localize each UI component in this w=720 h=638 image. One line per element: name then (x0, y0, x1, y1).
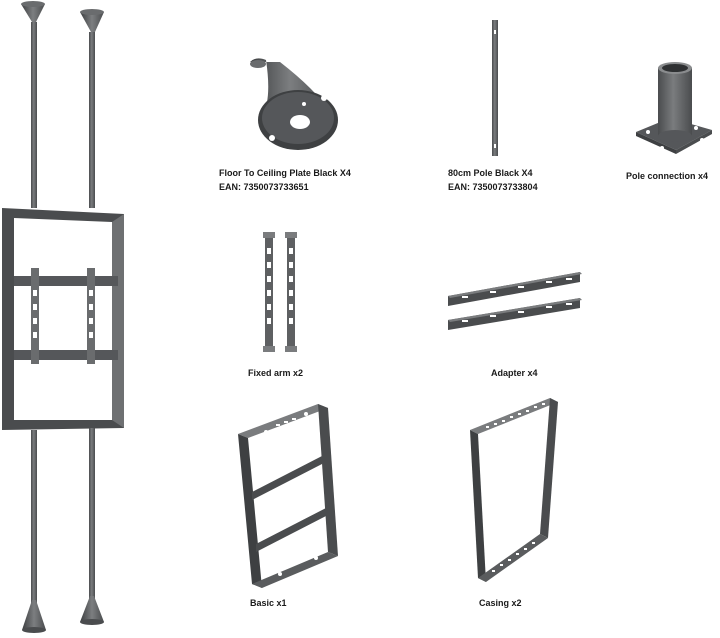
pole-image (492, 20, 498, 156)
casing-label: Casing x2 (479, 598, 522, 608)
pole-ean: EAN: 7350073733804 (448, 182, 538, 192)
basic-frame-image (238, 404, 338, 588)
adapter-image (448, 272, 582, 330)
casing-frame-image (470, 398, 558, 582)
basic-label: Basic x1 (250, 598, 287, 608)
pole-connection-image (636, 62, 712, 154)
assembled-stand (2, 1, 124, 633)
ceiling-plate-image (250, 58, 338, 150)
fixed-arm-label: Fixed arm x2 (248, 368, 304, 378)
adapter-label: Adapter x4 (491, 368, 538, 378)
pole-connection-label: Pole connection x4 (626, 171, 709, 181)
ceiling-plate-ean: EAN: 7350073733651 (219, 182, 309, 192)
ceiling-plate-label: Floor To Ceiling Plate Black X4 (219, 168, 351, 178)
fixed-arm-image (263, 232, 297, 352)
pole-label: 80cm Pole Black X4 (448, 168, 533, 178)
